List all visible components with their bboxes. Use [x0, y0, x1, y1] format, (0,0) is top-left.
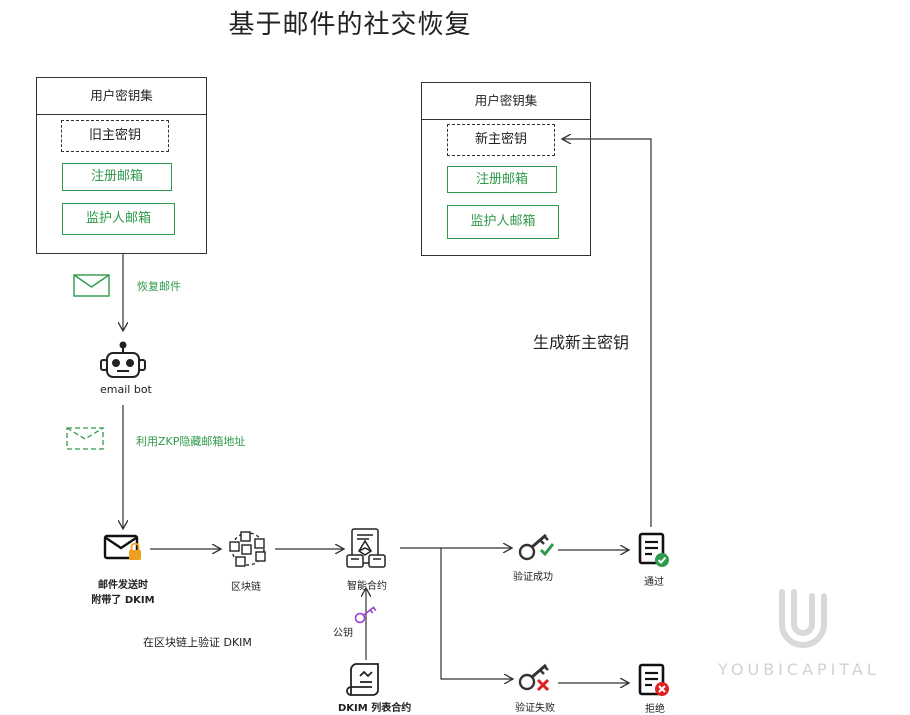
dkim-contract-icon	[346, 663, 379, 696]
reject-label: 拒绝	[645, 704, 665, 715]
email-bot-label: email bot	[100, 383, 152, 396]
new-keyset-box: 用户密钥集	[421, 82, 591, 256]
hidden-mail-icon	[66, 427, 104, 450]
dkim-mail-icon	[103, 534, 141, 560]
old-registered-email: 注册邮箱	[62, 163, 172, 191]
mail-dkim-line1: 邮件发送时	[98, 580, 148, 591]
smart-contract-label: 智能合约	[347, 581, 387, 592]
zkp-label: 利用ZKP隐藏邮箱地址	[136, 435, 246, 448]
mail-dkim-label: 邮件发送时 附带了 DKIM	[88, 576, 158, 606]
new-guardian-email: 监护人邮箱	[447, 205, 559, 239]
new-keyset-header: 用户密钥集	[422, 83, 590, 120]
pass-label: 通过	[644, 577, 664, 588]
new-main-key: 新主密钥	[447, 124, 555, 156]
verify-success-label: 验证成功	[513, 572, 553, 583]
dkim-contract-label: DKIM 列表合约	[338, 703, 412, 714]
verify-fail-label: 验证失败	[515, 703, 555, 714]
blockchain-icon	[229, 531, 266, 567]
arrow-contract-to-fail	[440, 548, 512, 679]
verify-on-chain-label: 在区块链上验证 DKIM	[143, 636, 252, 649]
old-keyset-header: 用户密钥集	[37, 78, 206, 115]
old-guardian-email: 监护人邮箱	[62, 203, 175, 235]
success-key-icon	[518, 533, 555, 561]
mail-icon	[73, 274, 110, 297]
reject-document-icon	[638, 663, 669, 696]
old-main-key: 旧主密钥	[61, 120, 169, 152]
recovery-email-label: 恢复邮件	[137, 280, 181, 293]
watermark-text: YOUBICAPITAL	[718, 660, 880, 679]
old-keyset-box: 用户密钥集	[36, 77, 207, 254]
pass-document-icon	[638, 532, 669, 567]
mail-dkim-line2: 附带了 DKIM	[91, 595, 155, 606]
public-key-icon	[354, 606, 377, 624]
public-key-label: 公钥	[333, 628, 353, 639]
generate-new-key-label: 生成新主密钥	[533, 333, 630, 352]
diagram-title: 基于邮件的社交恢复	[228, 10, 472, 40]
youbi-logo-icon	[779, 589, 827, 648]
arrow-pass-to-newkey	[563, 139, 652, 527]
new-registered-email: 注册邮箱	[447, 166, 557, 193]
fail-key-icon	[518, 663, 550, 692]
blockchain-label: 区块链	[231, 582, 261, 593]
smart-contract-icon	[346, 528, 386, 568]
robot-icon	[100, 341, 146, 378]
